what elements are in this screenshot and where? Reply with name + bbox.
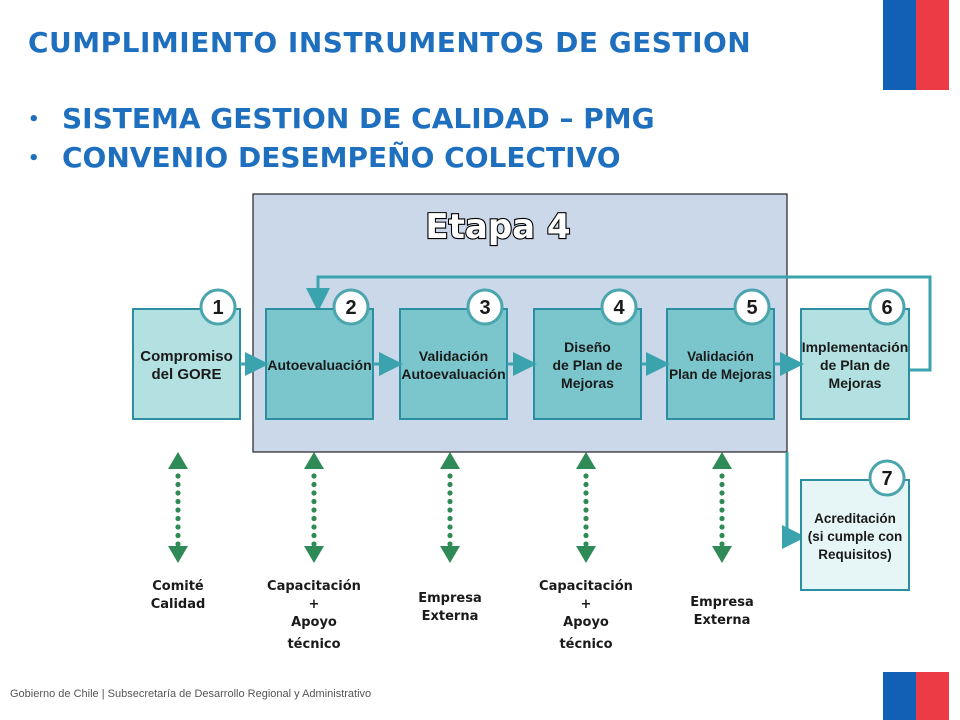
support-label: Capacitación + Apoyo técnico [526,578,646,654]
support-label-line: + [308,597,320,612]
step-number: 3 [479,297,490,319]
support-label-line: Empresa [690,595,754,610]
step-label-line: de Plan de [820,357,890,373]
step-number-badge [199,288,237,326]
step-number-badge [600,288,638,326]
step-label-line: de Plan de [552,357,622,373]
support-label-line: Calidad [150,597,206,612]
support-label-line: Externa [693,613,751,628]
step-label-line: Mejoras [561,375,614,391]
page-title: CUMPLIMIENTO INSTRUMENTOS DE GESTION [28,26,752,59]
support-label-line: Capacitación [539,579,633,594]
support-double-arrow [304,452,324,563]
support-double-arrow [168,452,188,563]
support-label-line: Capacitación [267,579,361,594]
bullet-item: • SISTEMA GESTION DE CALIDAD – PMG [28,100,655,139]
support-label-line: + [580,597,592,612]
step-label-line: Autoevaluación [267,357,371,373]
step-label-line: Autoevaluación [401,366,505,382]
support-label-line: Empresa [418,591,482,606]
support-double-arrow [712,452,732,563]
step-number: 5 [746,297,757,319]
step-label-line: Mejoras [829,375,882,391]
support-label-line: Apoyo [563,615,609,630]
step-number: 2 [345,297,356,319]
step-label-line: Compromiso [140,348,233,365]
step-number-badge [466,288,504,326]
feedback-loop-arrow [306,275,932,372]
step-label-line: Plan de Mejoras [669,367,772,382]
bullet-item: • CONVENIO DESEMPEÑO COLECTIVO [28,139,655,178]
support-label-line: Externa [421,609,479,624]
support-label-line: Apoyo [291,615,337,630]
bullet-text: SISTEMA GESTION DE CALIDAD – PMG [62,102,655,135]
step-label-line: Validación [419,348,488,364]
step-number: 6 [881,297,892,319]
step-number-badge [868,288,906,326]
branch-arrow-to-step-7 [782,452,806,549]
step-number: 4 [613,297,625,319]
step-label-line: Validación [687,349,754,364]
chile-flag-logo-bottom [883,672,949,720]
support-label-line: técnico [287,637,341,652]
step-label-line: Implementación [802,339,909,355]
footer-text: Gobierno de Chile | Subsecretaría de Des… [10,688,372,700]
step-number-badge [733,288,771,326]
chile-flag-logo [883,0,949,90]
support-double-arrow [576,452,596,563]
step-label-line: del GORE [151,366,221,383]
stage-label: Etapa 4 [425,207,570,247]
support-double-arrow [440,452,460,563]
step-label-line: Diseño [564,339,611,355]
step-number: 7 [881,468,892,490]
step-number: 1 [212,297,223,319]
bullet-icon: • [28,148,40,169]
support-label-line: técnico [559,637,613,652]
bullet-text: CONVENIO DESEMPEÑO COLECTIVO [62,141,621,174]
support-label-line: Comité [152,579,204,594]
step-label-line: (si cumple con [808,529,903,544]
support-label: Capacitación + Apoyo técnico [254,578,374,654]
bullet-icon: • [28,109,40,130]
step-label-line: Requisitos) [818,547,892,562]
step-label-line: Acreditación [814,511,896,526]
bullet-list: • SISTEMA GESTION DE CALIDAD – PMG • CONVE… [28,100,655,178]
step-number-badge [332,288,370,326]
step-number-badge [868,459,906,497]
